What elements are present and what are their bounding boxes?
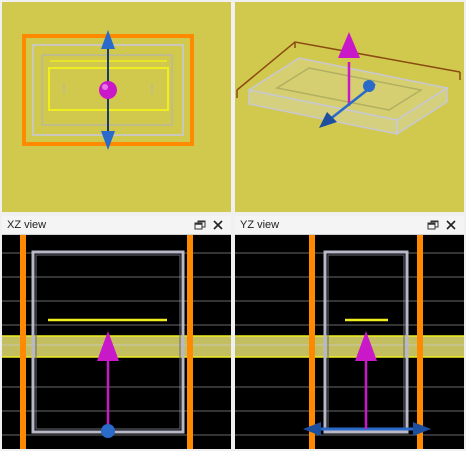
object-side-face	[396, 86, 448, 136]
perspective-view-viewport[interactable]	[235, 2, 464, 212]
gizmo-right-arrow-icon[interactable]	[413, 422, 431, 436]
object-outline	[323, 250, 409, 434]
right-highlight-bar	[417, 235, 423, 449]
gizmo-left-arrow-icon[interactable]	[303, 422, 321, 436]
yz-view-pane: YZ view	[235, 216, 464, 449]
perspective-view-pane	[235, 2, 464, 212]
gizmo-arrow-up-icon[interactable]	[101, 30, 115, 49]
xz-view-title: XZ view	[7, 219, 47, 231]
float-window-icon[interactable]	[193, 218, 207, 232]
gizmo-depth-handle-icon[interactable]	[363, 80, 375, 92]
horizontal-highlight-band	[235, 336, 464, 357]
top-view-pane	[2, 2, 231, 212]
yz-view-viewport[interactable]	[235, 235, 464, 449]
close-icon[interactable]	[444, 218, 458, 232]
gizmo-depth-arrow-icon[interactable]	[319, 112, 337, 128]
gizmo-up-arrow-icon[interactable]	[355, 331, 377, 361]
float-window-icon[interactable]	[426, 218, 440, 232]
grid-lines	[235, 252, 464, 436]
horizontal-highlight-band	[2, 336, 231, 357]
right-highlight-bar	[187, 235, 193, 449]
xz-view-pane: XZ view	[2, 216, 231, 449]
yz-view-titlebar[interactable]: YZ view	[235, 216, 464, 235]
gizmo-center-handle-icon[interactable]	[99, 81, 117, 99]
gizmo-up-arrow-icon[interactable]	[338, 32, 360, 58]
left-highlight-bar	[309, 235, 315, 449]
gizmo-arrow-down-icon[interactable]	[101, 131, 115, 150]
close-icon[interactable]	[211, 218, 225, 232]
gizmo-up-arrow-icon[interactable]	[97, 331, 119, 361]
left-highlight-bar	[20, 235, 26, 449]
xz-view-titlebar[interactable]: XZ view	[2, 216, 231, 235]
yz-view-title: YZ view	[240, 219, 280, 231]
gizmo-base-handle-icon[interactable]	[101, 424, 115, 438]
top-view-viewport[interactable]	[2, 2, 231, 212]
xz-view-viewport[interactable]	[2, 235, 231, 449]
